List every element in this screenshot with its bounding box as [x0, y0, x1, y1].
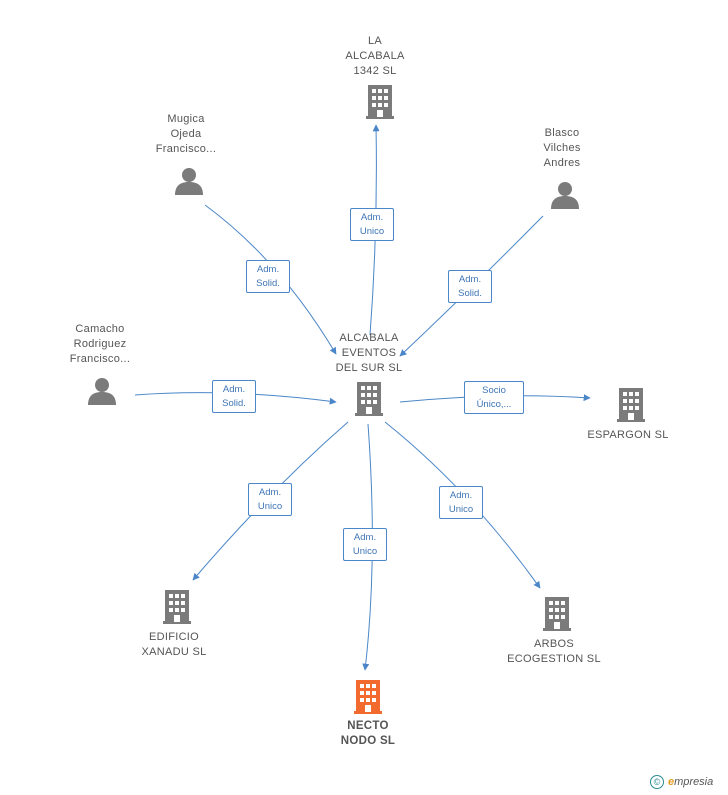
building-icon[interactable] [617, 388, 645, 422]
building-icon[interactable] [354, 680, 382, 714]
node-label-espargon[interactable]: ESPARGON SL [587, 429, 669, 441]
edge-label-la-alcabala[interactable]: Adm. Unico [350, 208, 394, 241]
edge-label-necto[interactable]: Adm. Unico [343, 528, 387, 561]
footer-brand: © empresia [650, 775, 713, 793]
node-label-arbos[interactable]: ARBOS ECOGESTION SL [507, 638, 601, 665]
edge-label-camacho[interactable]: Adm. Solid. [212, 380, 256, 413]
edge-label-espargon[interactable]: Socio Único,... [464, 381, 524, 414]
building-icon[interactable] [366, 85, 394, 119]
person-icon[interactable] [551, 182, 579, 209]
node-label-la-alcabala[interactable]: LA ALCABALA 1342 SL [345, 35, 405, 77]
brand-logo-text: mpresia [674, 776, 714, 788]
person-icon[interactable] [88, 378, 116, 405]
building-icon[interactable] [163, 590, 191, 624]
edge-label-edificio[interactable]: Adm. Unico [248, 483, 292, 516]
node-label-necto[interactable]: NECTO NODO SL [340, 720, 396, 747]
brand-logo-initial: e [668, 775, 675, 788]
building-icon[interactable] [355, 382, 383, 416]
edge-label-mugica[interactable]: Adm. Solid. [246, 260, 290, 293]
edge-label-arbos[interactable]: Adm. Unico [439, 486, 483, 519]
node-label-edificio[interactable]: EDIFICIO XANADU SL [141, 631, 207, 658]
node-label-camacho[interactable]: Camacho Rodriguez Francisco... [69, 323, 131, 365]
person-icon[interactable] [175, 168, 203, 195]
building-icon[interactable] [543, 597, 571, 631]
node-label-blasco[interactable]: Blasco Vilches Andres [543, 127, 581, 169]
copyright-icon: © [650, 775, 664, 789]
node-label-alcabala-eventos[interactable]: ALCABALA EVENTOS DEL SUR SL [335, 332, 403, 374]
node-label-mugica[interactable]: Mugica Ojeda Francisco... [155, 113, 217, 155]
edge-label-blasco[interactable]: Adm. Solid. [448, 270, 492, 303]
